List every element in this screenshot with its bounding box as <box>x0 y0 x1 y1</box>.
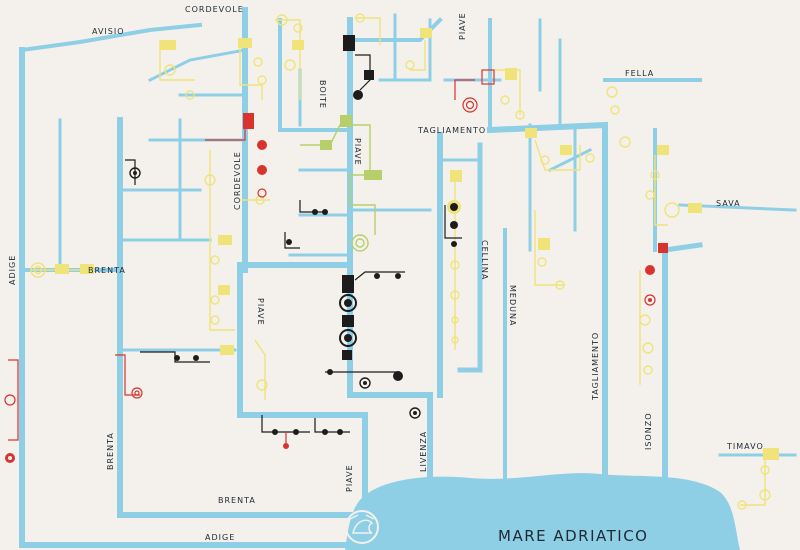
label-brenta-vert: BRENTA <box>106 432 115 470</box>
adriatic-sea <box>345 473 740 550</box>
black-network <box>125 35 462 449</box>
label-cellina: CELLINA <box>480 240 489 280</box>
label-isonzo: ISONZO <box>644 413 653 451</box>
river-piave <box>237 262 368 503</box>
river-labels: AVISIO CORDEVOLE BOITE PIAVE FELLA TAGLI… <box>8 5 764 545</box>
label-sava: SAVA <box>716 199 741 208</box>
label-sea: MARE ADRIATICO <box>498 527 649 545</box>
river-tagliamento <box>486 121 608 483</box>
green-network <box>300 115 382 252</box>
label-piave-top: PIAVE <box>458 12 467 40</box>
label-brenta-bottom: BRENTA <box>218 496 256 505</box>
label-piave-low: PIAVE <box>345 464 354 492</box>
label-adige-bottom: ADIGE <box>205 533 235 542</box>
river-network <box>19 7 797 548</box>
river-cellina <box>457 142 483 373</box>
label-meduna: MEDUNA <box>508 285 517 326</box>
river-brenta <box>117 117 368 518</box>
label-boite: BOITE <box>318 80 327 109</box>
label-fella: FELLA <box>625 69 654 78</box>
label-timavo: TIMAVO <box>726 442 764 451</box>
label-cordevole-top: CORDEVOLE <box>185 5 244 14</box>
label-cordevole-mid: CORDEVOLE <box>233 151 242 210</box>
label-adige-left: ADIGE <box>8 255 17 285</box>
label-tagliamento-low: TAGLIAMENTO <box>591 332 600 401</box>
label-piave-mid: PIAVE <box>256 298 265 326</box>
label-brenta-left: BRENTA <box>88 266 126 275</box>
label-livenza: LIVENZA <box>419 431 428 472</box>
label-piave-upper: PIAVE <box>353 138 362 166</box>
label-tagliamento-top: TAGLIAMENTO <box>417 126 486 135</box>
lion-emblem-icon <box>345 510 379 544</box>
red-network <box>4 69 668 463</box>
label-avisio: AVISIO <box>92 27 125 36</box>
yellow-network <box>30 13 779 510</box>
